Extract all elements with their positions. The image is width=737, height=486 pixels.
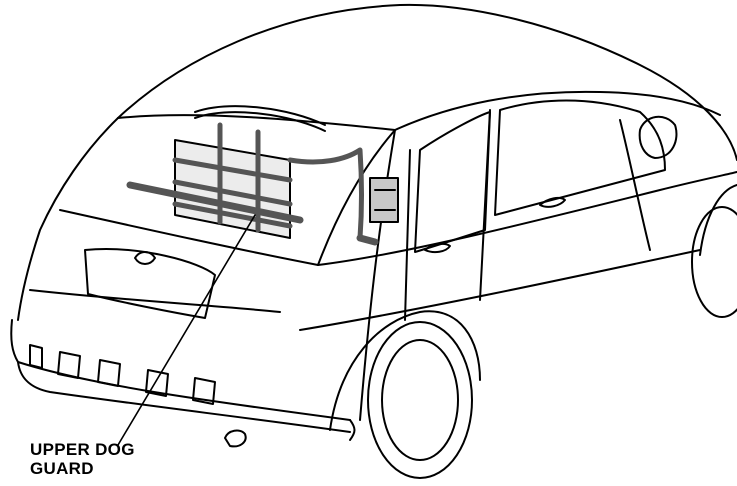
upper-dog-guard-callout: UPPER DOG GUARD: [30, 440, 135, 478]
callout-line-1: UPPER DOG: [30, 440, 135, 459]
dog-guard: [117, 105, 399, 446]
callout-line-2: GUARD: [30, 459, 94, 478]
car-body-outline: [10, 3, 737, 479]
